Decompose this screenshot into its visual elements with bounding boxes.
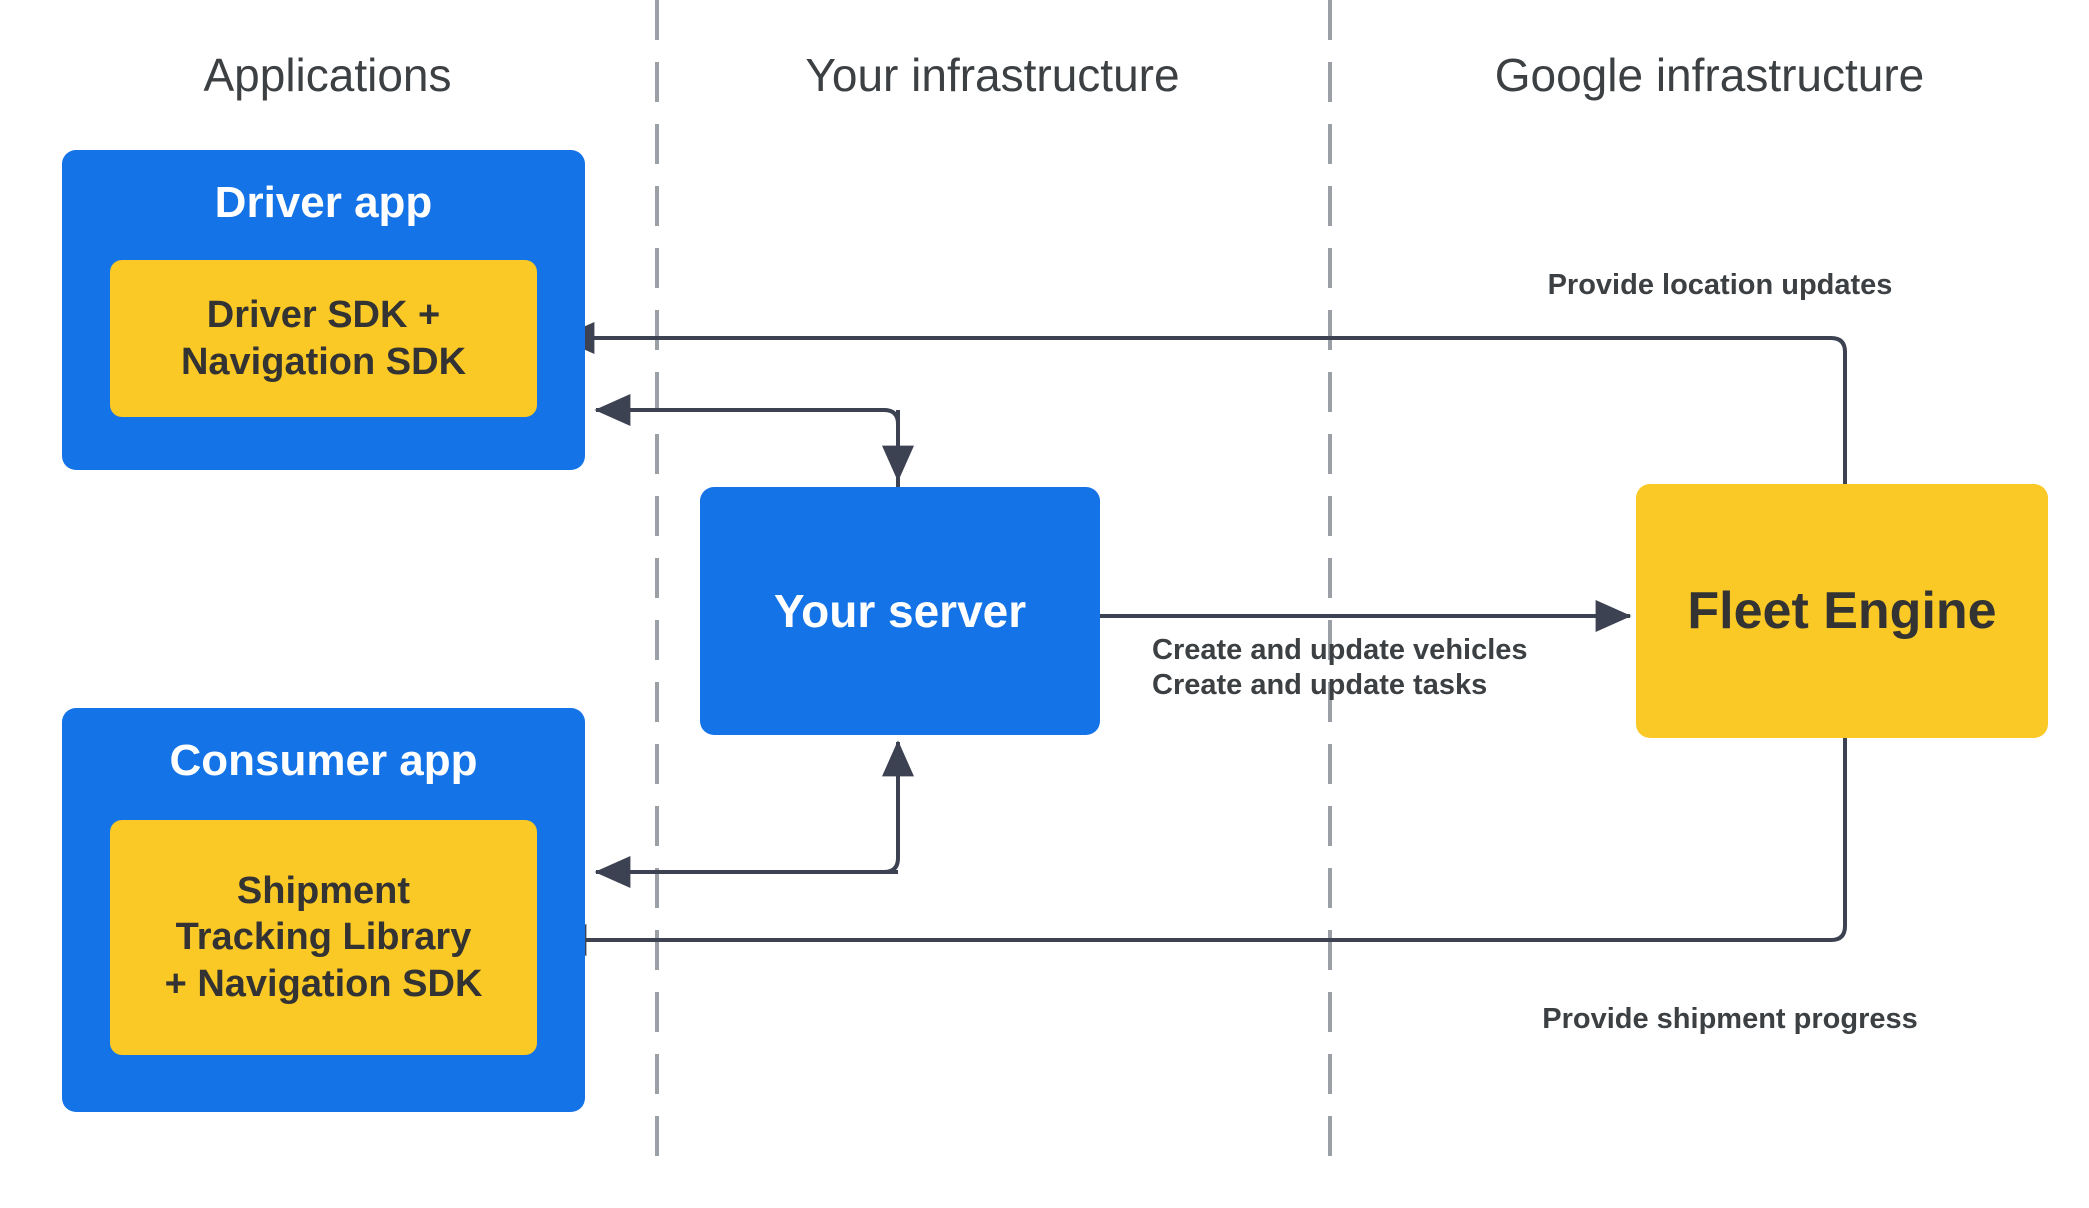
edge-label-create-update-line-1: Create and update vehicles	[1152, 634, 1528, 666]
consumer-sdk-box[interactable]: Shipment Tracking Library + Navigation S…	[110, 820, 537, 1055]
edge-location-updates	[558, 322, 1847, 484]
driver-sdk-line-2: Navigation SDK	[180, 340, 467, 383]
edge-shipment-progress	[550, 738, 1847, 956]
edge-server-to-driver	[594, 394, 900, 487]
driver-sdk-text: Driver SDK + Navigation SDK	[173, 292, 474, 385]
consumer-sdk-line-1: Shipment	[236, 869, 411, 912]
fleet-engine-box[interactable]: Fleet Engine	[1636, 484, 2048, 738]
driver-app-title: Driver app	[214, 178, 433, 227]
consumer-app-box[interactable]: Consumer app Shipment Tracking Library +…	[62, 708, 585, 1112]
column-header-google-infrastructure: Google infrastructure	[1494, 49, 1925, 101]
your-server-label: Your server	[773, 585, 1027, 637]
edge-label-create-update-line-2: Create and update tasks	[1152, 669, 1488, 702]
consumer-sdk-line-3: + Navigation SDK	[164, 962, 483, 1005]
edge-label-location-updates: Provide location updates	[1547, 269, 1893, 301]
driver-sdk-line-1: Driver SDK +	[206, 294, 441, 337]
driver-sdk-box[interactable]: Driver SDK + Navigation SDK	[110, 260, 537, 417]
fleet-engine-label: Fleet Engine	[1687, 582, 1997, 640]
column-header-your-infrastructure: Your infrastructure	[805, 49, 1180, 101]
consumer-app-title: Consumer app	[169, 736, 478, 785]
column-header-applications: Applications	[203, 49, 452, 101]
edge-label-create-update: Create and update vehicles Create and up…	[1152, 633, 1528, 704]
consumer-sdk-text: Shipment Tracking Library + Navigation S…	[157, 868, 491, 1007]
edge-label-shipment-progress: Provide shipment progress	[1542, 1003, 1918, 1035]
edge-consumer-to-server	[596, 740, 914, 874]
your-server-box[interactable]: Your server	[700, 487, 1100, 735]
driver-app-box[interactable]: Driver app Driver SDK + Navigation SDK	[62, 150, 585, 470]
consumer-sdk-line-2: Tracking Library	[175, 916, 472, 959]
